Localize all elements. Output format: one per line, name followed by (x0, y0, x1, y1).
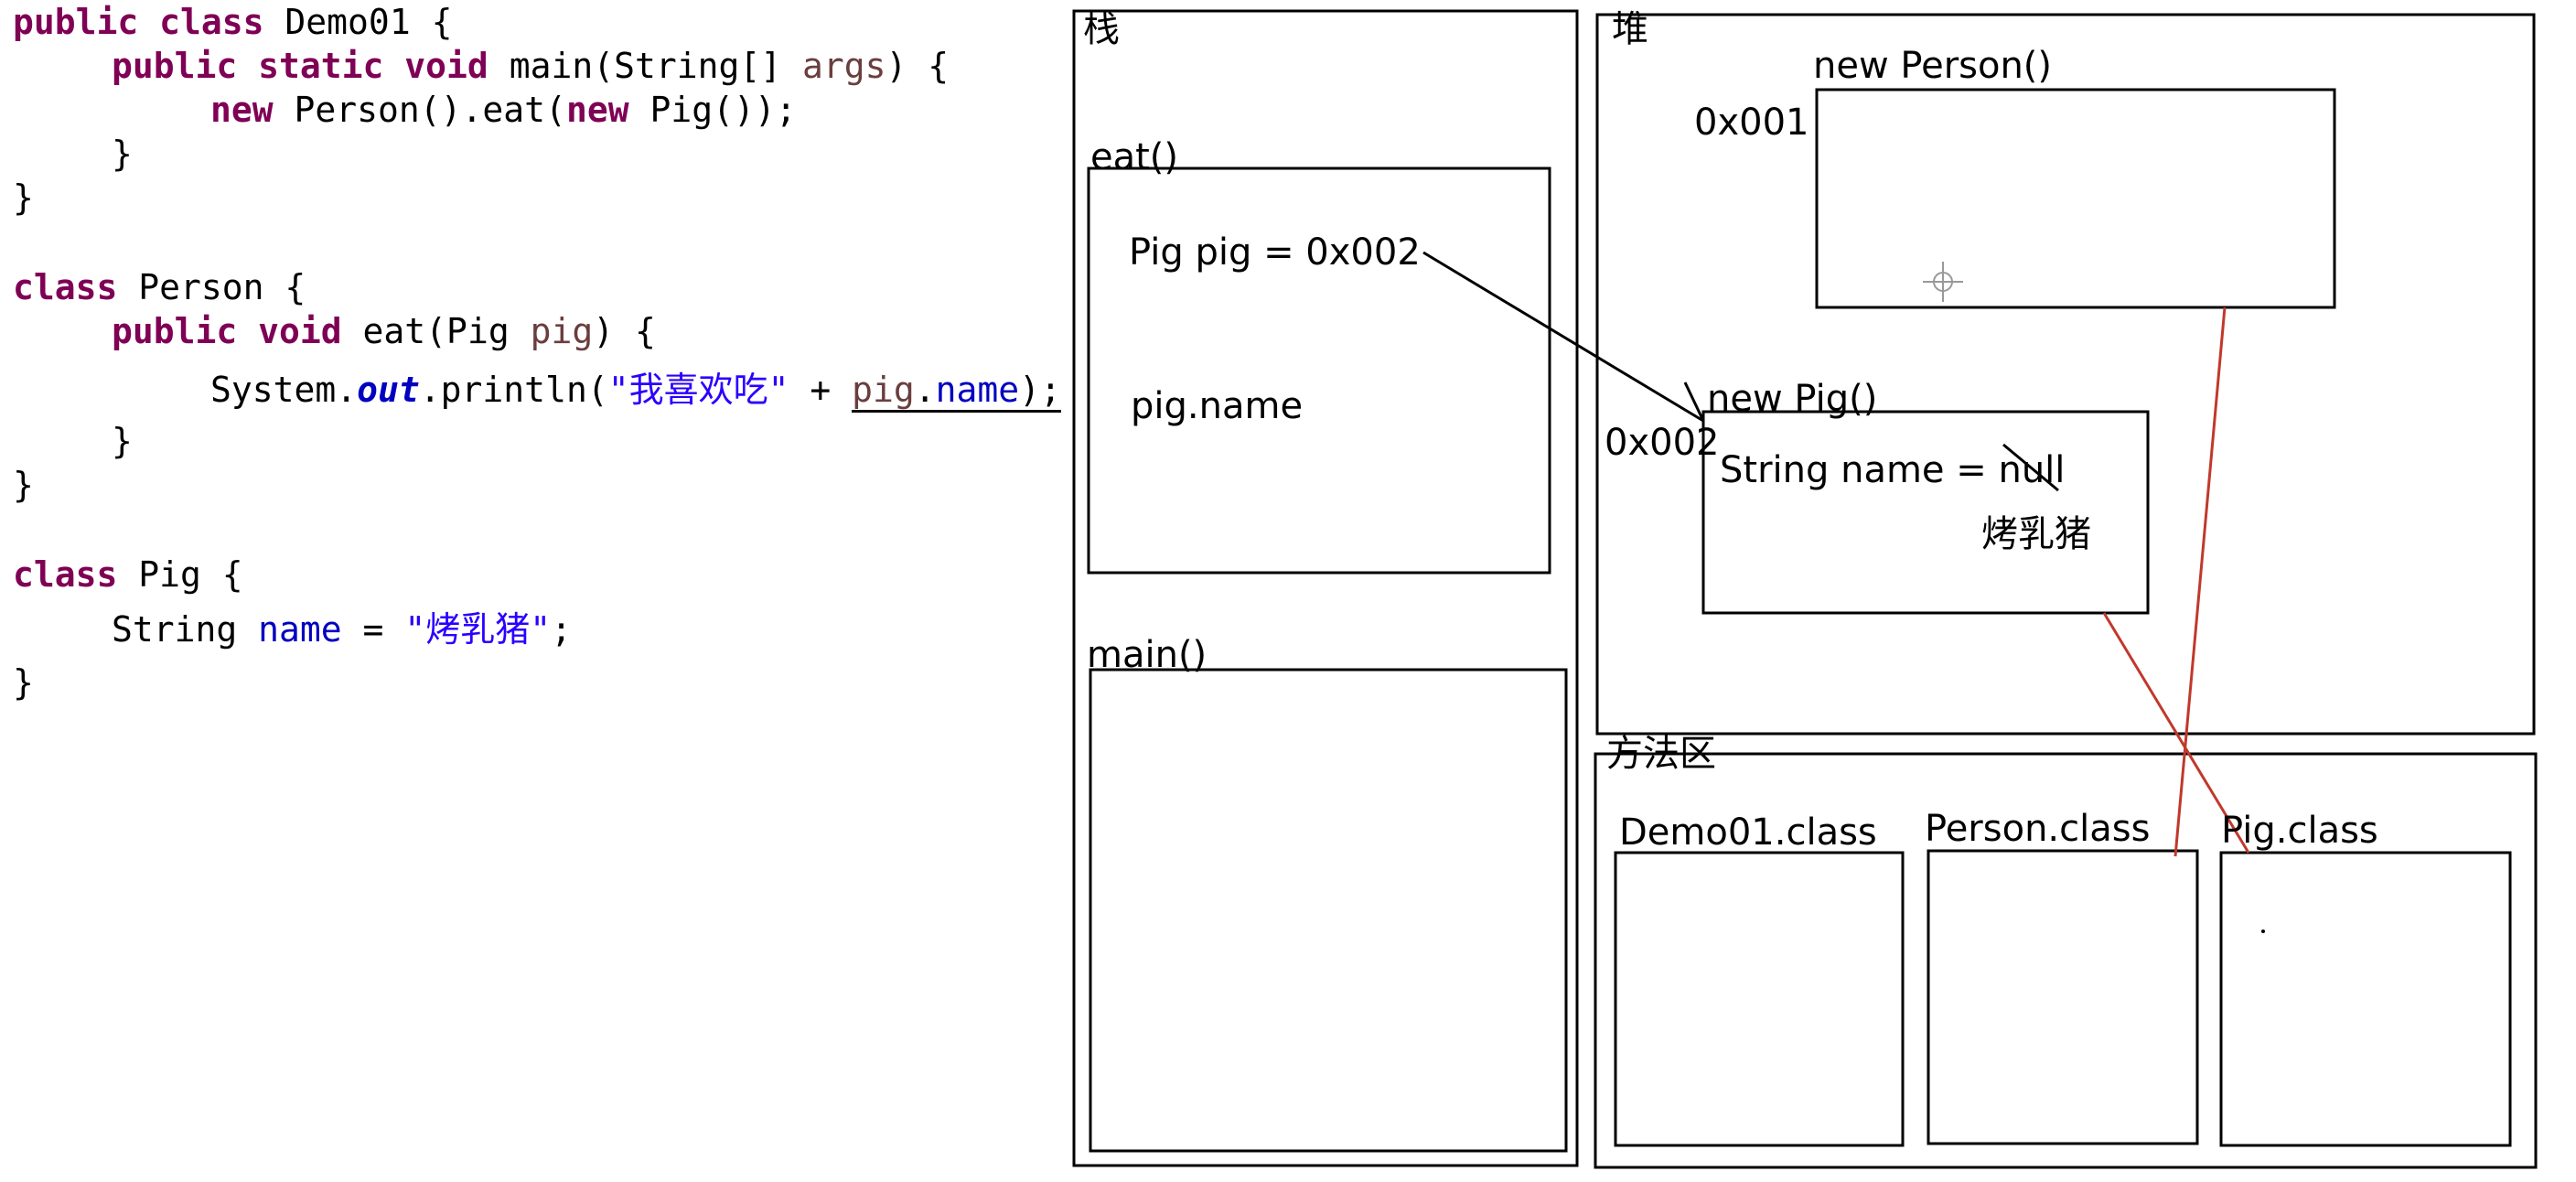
main-frame-label: main() (1087, 634, 1208, 676)
code-line-2: public static void main(String[] args) { (112, 46, 950, 86)
pig-object-label: new Pig() (1707, 378, 1878, 420)
crosshair-cursor-icon (1923, 262, 1963, 302)
code-line-1: public class Demo01 { (13, 2, 453, 42)
main-frame-box (1089, 668, 1568, 1153)
code-line-12: String name = "烤乳猪"; (112, 609, 572, 650)
eat-frame-box (1087, 167, 1551, 575)
code-line-3: new Person().eat(new Pig()); (210, 90, 797, 130)
reference-arrow-head (1683, 381, 1705, 422)
pig-object-box (1701, 410, 2150, 615)
code-line-5: } (13, 177, 34, 218)
code-line-4: } (112, 134, 133, 174)
person-class-label: Person.class (1925, 808, 2151, 850)
pig-name-field: String name = null (1720, 449, 2066, 491)
person-to-class-pointer (2174, 306, 2227, 857)
method-area-title: 方法区 (1606, 733, 1716, 775)
heap-title: 堆 (1612, 8, 1648, 50)
pig-class-label: Pig.class (2221, 810, 2378, 852)
code-line-11: class Pig { (13, 554, 243, 595)
underlined-expression: pig.name); (852, 370, 1061, 413)
code-line-6: class Person { (13, 267, 306, 307)
null-strike-mark (2002, 443, 2059, 492)
code-line-7: public void eat(Pig pig) { (112, 311, 656, 351)
code-line-13: } (13, 662, 34, 703)
code-line-9: } (112, 421, 133, 461)
person-object-address: 0x001 (1694, 102, 1809, 144)
pig-to-class-pointer (2102, 612, 2250, 854)
pig-class-box (2219, 851, 2512, 1147)
person-object-box (1815, 88, 2336, 309)
eat-var-pig: Pig pig = 0x002 (1129, 231, 1421, 274)
method-area-region (1594, 752, 2538, 1169)
stack-title: 栈 (1083, 8, 1120, 50)
person-object-label: new Person() (1813, 45, 2053, 87)
demo01-class-box (1614, 851, 1905, 1147)
stack-region (1072, 9, 1579, 1167)
eat-frame-label: eat() (1090, 136, 1179, 178)
person-class-box (1927, 849, 2199, 1145)
eat-var-pig-name: pig.name (1131, 385, 1304, 427)
demo01-class-label: Demo01.class (1619, 811, 1877, 854)
heap-region (1595, 13, 2536, 736)
code-panel: public class Demo01 { public static void… (13, 0, 1074, 732)
code-line-8: System.out.println("我喜欢吃" + pig.name); (210, 368, 1061, 413)
pig-object-address: 0x002 (1605, 422, 1720, 464)
code-line-10: } (13, 465, 34, 505)
reference-arrow-line (1422, 251, 1704, 423)
small-dot-mark (2261, 929, 2265, 933)
pig-name-value: 烤乳猪 (1981, 513, 2091, 555)
